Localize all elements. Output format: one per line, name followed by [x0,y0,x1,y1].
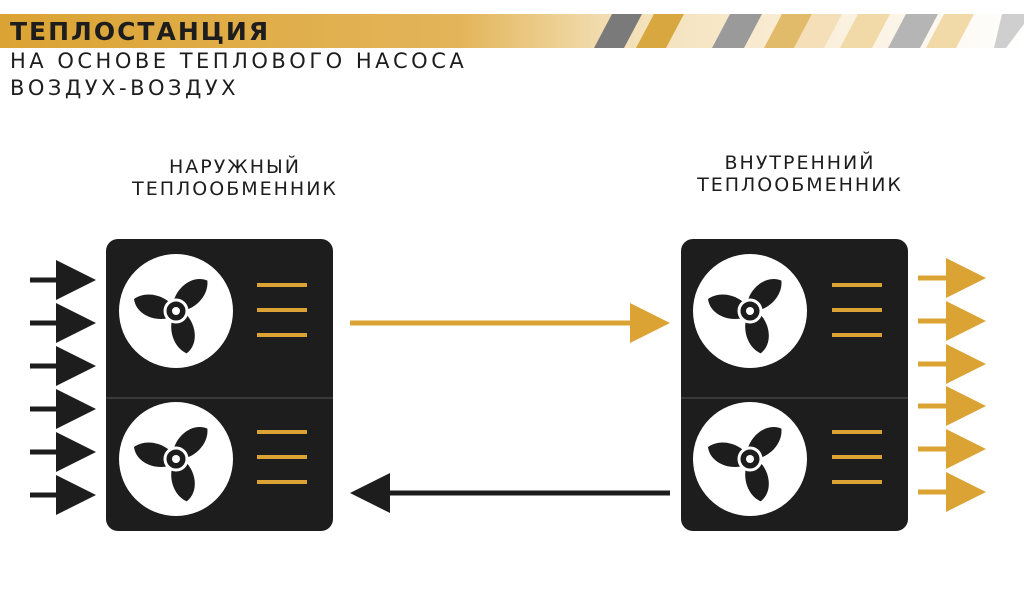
stripe-decoration [994,14,1024,48]
page-title: ТЕПЛОСТАНЦИЯ [10,17,271,46]
title-bar [0,14,1024,48]
fan-icon [691,400,809,518]
subtitle-line-1: НА ОСНОВЕ ТЕПЛОВОГО НАСОСА [10,49,468,73]
indoor-unit [681,239,908,531]
outdoor-label-line-1: НАРУЖНЫЙ [168,156,302,178]
outdoor-unit-label: НАРУЖНЫЙ ТЕПЛООБМЕННИК [80,156,390,200]
indoor-label-line-2: ТЕПЛООБМЕННИК [697,174,903,196]
stripe-decoration [764,14,812,48]
stripe-decoration [888,14,938,48]
outdoor-unit [106,239,333,531]
stripe-decoration [840,14,890,48]
intake-arrows [30,260,96,515]
stripe-decoration [712,14,762,48]
indoor-unit-label: ВНУТРЕННИЙ ТЕПЛООБМЕННИК [640,152,960,196]
stripe-decoration [926,14,974,48]
subtitle-line-2: ВОЗДУХ-ВОЗДУХ [10,76,240,100]
fan-icon [117,400,235,518]
stripe-decoration [794,14,842,48]
indoor-label-line-1: ВНУТРЕННИЙ [724,152,876,174]
stripe-decoration [594,14,642,48]
output-arrows [918,258,986,512]
fan-icon [691,252,809,370]
outdoor-label-line-2: ТЕПЛООБМЕННИК [132,178,338,200]
fan-icon [117,252,235,370]
stripe-decoration [636,14,684,48]
